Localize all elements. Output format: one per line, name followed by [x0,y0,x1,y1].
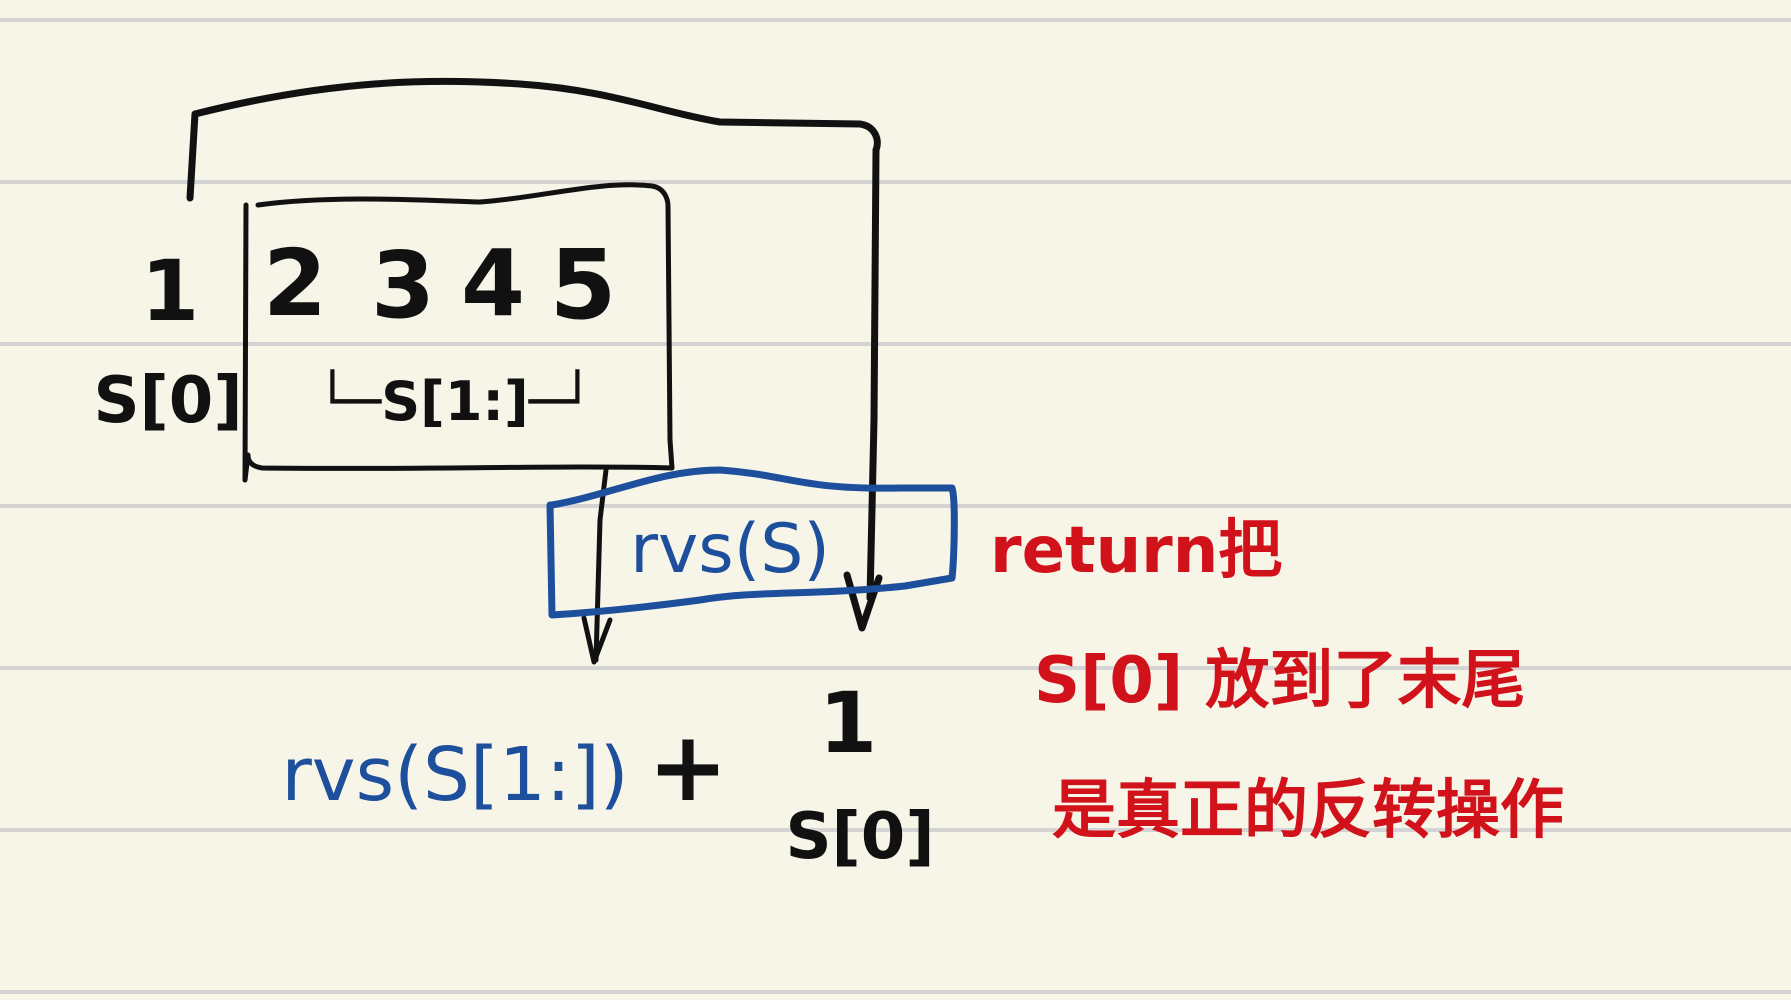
first-element-label: S[0] [93,364,242,438]
moved-value: 1 [819,674,877,772]
inner-box [242,182,675,483]
outer-arrow-head [843,571,883,632]
plus-sign: + [648,711,728,823]
ruled-lines [0,18,1791,994]
call-label: rvs(S) [630,510,830,589]
sequence-item: 4 [461,230,525,337]
call-box [546,466,958,619]
outer-bracket-arrow [186,77,881,602]
note-line-1: return把 [990,514,1282,588]
remainder-label: └─S[1:]─┘ [316,369,593,433]
moved-label: S[0] [785,800,934,874]
recursive-part-label: rvs(S[1:]) [281,732,628,818]
first-element-value: 1 [141,242,199,340]
inner-arrow-head [581,615,613,665]
sequence-item: 3 [371,232,435,339]
note-line-2: S[0] 放到了末尾 [1034,644,1525,718]
note-line-3: 是真正的反转操作 [1052,774,1564,848]
sequence-item: 5 [550,229,617,341]
sequence-item: 2 [263,230,327,337]
